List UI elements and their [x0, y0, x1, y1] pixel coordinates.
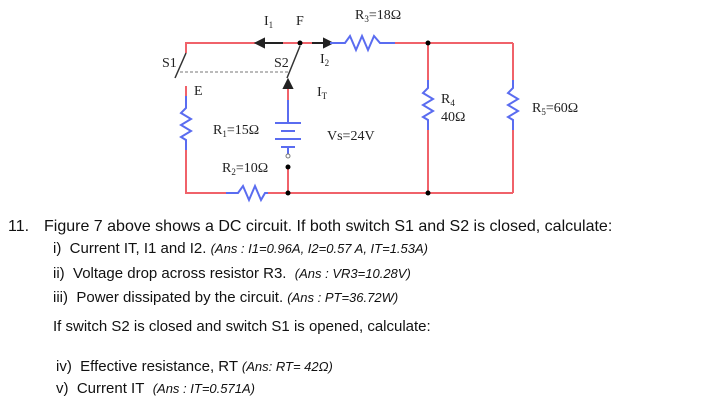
resistor-r1: [179, 96, 193, 150]
node-top-r4: [425, 40, 431, 46]
resistor-r5: [506, 80, 520, 130]
part-iii: iii) Power dissipated by the circuit. (A…: [53, 289, 399, 306]
switch-s2[interactable]: [286, 45, 301, 79]
resistor-r2: [226, 183, 268, 203]
node-bot-battery: [285, 190, 291, 196]
label-it: IT: [317, 85, 328, 101]
switches: [174, 45, 301, 79]
label-i1: I1: [264, 14, 273, 30]
label-r3: R3=18Ω: [355, 8, 401, 24]
label-s1: S1: [162, 56, 177, 71]
label-s2: S2: [274, 56, 289, 71]
label-f: F: [296, 14, 304, 29]
label-i2: I2: [320, 52, 329, 68]
arrow-i2-head: [323, 37, 335, 49]
label-r5: R5=60Ω: [532, 101, 578, 117]
arrow-i1-head: [253, 37, 265, 49]
part-ii: ii) Voltage drop across resistor R3. (An…: [53, 265, 411, 282]
wire-bottom-left: [185, 150, 226, 194]
answer-iv: (Ans: RT= 42Ω): [241, 359, 333, 374]
answer-i: (Ans : I1=0.96A, I2=0.57 A, IT=1.53A): [210, 241, 428, 256]
part-v: v) Current IT (Ans : IT=0.571A): [56, 380, 255, 397]
switch-s1[interactable]: [174, 52, 187, 79]
question-intro: 11. Figure 7 above shows a DC circuit. If…: [8, 218, 612, 236]
resistor-r4: [421, 80, 435, 130]
battery-terminal: [285, 153, 291, 159]
nodes: [285, 40, 431, 196]
label-r4: R4: [441, 92, 455, 108]
label-r2: R2=10Ω: [222, 161, 268, 177]
second-intro: If switch S2 is closed and switch S1 is …: [53, 318, 431, 335]
label-vs: Vs=24V: [327, 129, 375, 144]
part-iv: iv) Effective resistance, RT (Ans: RT= 4…: [56, 358, 333, 375]
answer-iii: (Ans : PT=36.72W): [287, 290, 399, 305]
node-bot-r4: [425, 190, 431, 196]
circuit-diagram: I1 F R3=18Ω S1 S2 I2 E IT R1=15Ω Vs=24V …: [162, 8, 578, 203]
wires: [185, 42, 514, 194]
current-arrows: [253, 37, 335, 89]
part-i: i) Current IT, I1 and I2. (Ans : I1=0.96…: [53, 240, 428, 257]
label-r4-value: 40Ω: [441, 110, 465, 125]
question-number: 11.: [8, 218, 30, 235]
node-battery-mid: [285, 164, 291, 170]
answer-ii: (Ans : VR3=10.28V): [294, 266, 411, 281]
answer-v: (Ans : IT=0.571A): [152, 381, 255, 396]
wire-top-left: [185, 42, 300, 53]
question-intro-text: Figure 7 above shows a DC circuit. If bo…: [44, 218, 613, 235]
arrow-it-head: [282, 77, 294, 89]
label-r1: R1=15Ω: [213, 123, 259, 139]
battery-vs: [275, 100, 301, 154]
node-f: [297, 40, 303, 46]
resistor-r3: [330, 33, 395, 53]
label-e: E: [194, 84, 203, 99]
resistors: [179, 33, 520, 203]
